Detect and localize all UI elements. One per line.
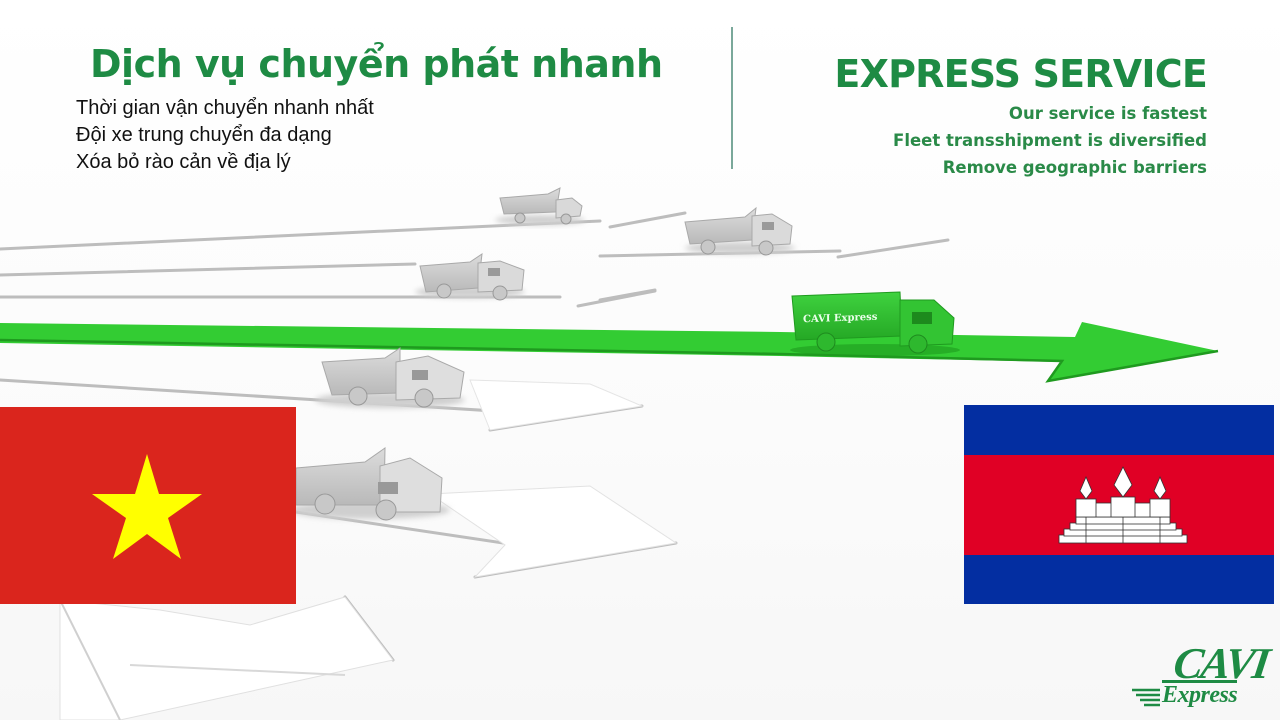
english-line: Our service is fastest — [1008, 104, 1207, 123]
grey-truck — [315, 347, 465, 408]
cavi-express-logo: CAVI Express — [1130, 639, 1272, 712]
star-icon — [92, 454, 202, 559]
logo-express-text: Express — [1162, 680, 1238, 708]
vietnamese-line: Đội xe trung chuyển đa dạng — [76, 124, 332, 146]
cavi-truck — [790, 291, 960, 356]
english-bullets: Our service is fastest Fleet transshipme… — [893, 100, 1207, 181]
grey-truck — [415, 252, 525, 301]
divider — [731, 27, 733, 169]
vietnamese-bullets: Thời gian vận chuyển nhanh nhất Đội xe t… — [76, 95, 374, 176]
angkor-wat-icon — [1058, 466, 1188, 544]
english-line: Fleet transshipment is diversified — [893, 131, 1207, 150]
vietnamese-line: Thời gian vận chuyển nhanh nhất — [76, 97, 374, 119]
grey-truck — [290, 447, 450, 521]
grey-truck — [684, 206, 795, 256]
vietnamese-line: Xóa bỏ rào cản về địa lý — [76, 151, 291, 173]
english-line: Remove geographic barriers — [942, 158, 1207, 177]
vietnam-flag — [0, 407, 296, 604]
english-title: EXPRESS SERVICE — [834, 52, 1207, 96]
grey-truck — [495, 187, 585, 225]
vietnamese-title: Dịch vụ chuyển phát nhanh — [90, 42, 663, 86]
cambodia-flag — [964, 405, 1274, 604]
